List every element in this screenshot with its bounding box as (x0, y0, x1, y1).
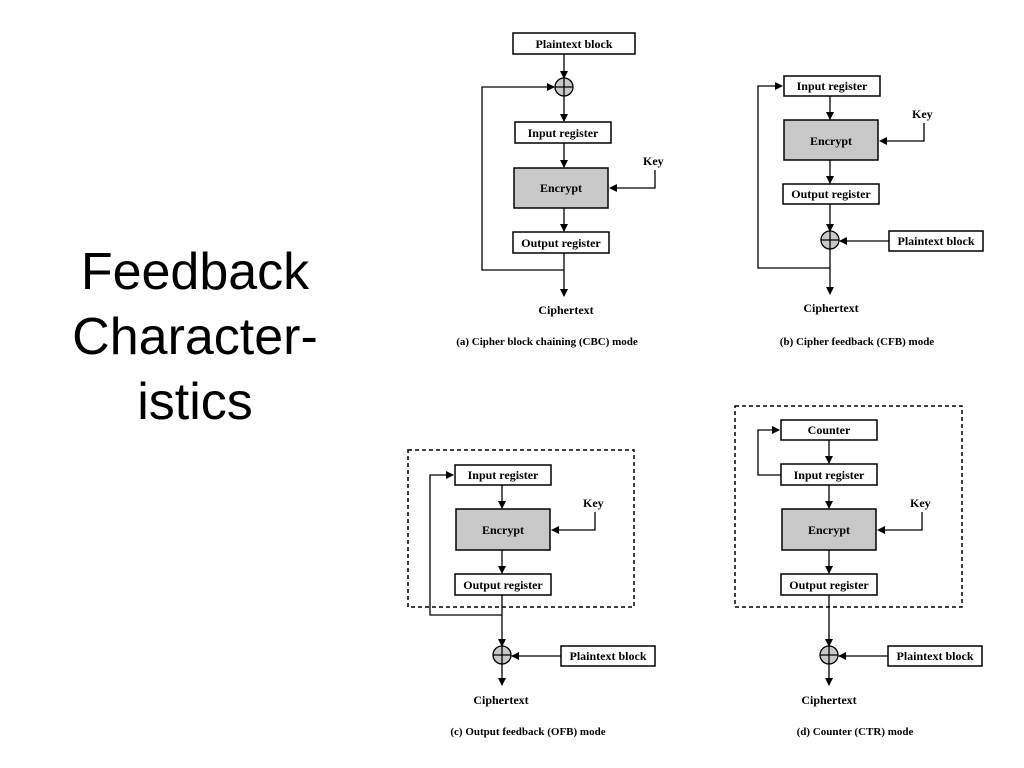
ctr-encrypt-box (781, 508, 877, 551)
cfb-output-register-label: Output register (791, 187, 871, 201)
slide-title: Feedback Character- istics (40, 240, 350, 435)
cfb-ciphertext-label: Ciphertext (803, 301, 858, 315)
ofb-mode-diagram: Input register Encrypt Key Output regist… (407, 449, 656, 738)
cfb-key-label: Key (912, 107, 933, 121)
ctr-output-register-label: Output register (789, 578, 869, 592)
cfb-mode-diagram: Input register Encrypt Key Output regist… (757, 75, 984, 348)
ofb-plaintext-label: Plaintext block (570, 649, 647, 663)
ofb-encrypt-box (455, 508, 551, 551)
cfb-xor-icon (820, 230, 840, 250)
ctr-mode-diagram: Counter Input register Encrypt Key Outpu… (734, 405, 983, 738)
cbc-xor-icon (554, 77, 574, 97)
ofb-dashed-boundary (407, 449, 635, 608)
ofb-input-register-label: Input register (468, 468, 539, 482)
cbc-caption: (a) Cipher block chaining (CBC) mode (456, 336, 638, 348)
cbc-encrypt-label: Encrypt (540, 181, 582, 195)
ctr-key-label: Key (910, 496, 931, 510)
ctr-encrypt-label: Encrypt (808, 523, 850, 537)
cfb-input-register-box (783, 75, 881, 97)
cfb-plaintext-label: Plaintext block (898, 234, 975, 248)
ofb-caption: (c) Output feedback (OFB) mode (450, 726, 605, 738)
cbc-plaintext-box (512, 32, 636, 55)
cbc-input-register-box (514, 121, 612, 144)
ctr-input-register-label: Input register (794, 468, 865, 482)
ofb-input-register-box (454, 464, 552, 486)
ofb-encrypt-label: Encrypt (482, 523, 524, 537)
ctr-dashed-boundary (734, 405, 963, 608)
cfb-encrypt-box (783, 119, 879, 161)
ofb-output-register-label: Output register (463, 578, 543, 592)
cfb-output-register-box (782, 183, 880, 205)
ctr-caption: (d) Counter (CTR) mode (797, 726, 914, 738)
ctr-ciphertext-label: Ciphertext (801, 693, 856, 707)
ofb-ciphertext-label: Ciphertext (473, 693, 528, 707)
title-line-3: istics (137, 373, 253, 431)
cfb-caption: (b) Cipher feedback (CFB) mode (780, 336, 935, 348)
cbc-output-register-label: Output register (521, 236, 601, 250)
ofb-xor-icon (492, 645, 512, 665)
ctr-plaintext-label: Plaintext block (897, 649, 974, 663)
title-line-1: Feedback (80, 243, 310, 301)
cfb-encrypt-label: Encrypt (810, 134, 852, 148)
ofb-key-label: Key (583, 496, 604, 510)
cbc-plaintext-label: Plaintext block (536, 37, 613, 51)
ctr-counter-label: Counter (808, 423, 851, 437)
cbc-output-register-box (512, 231, 610, 254)
cbc-mode-diagram: Plaintext block Input register Encrypt K… (456, 32, 664, 348)
ctr-xor-icon (819, 645, 839, 665)
cbc-encrypt-box (513, 167, 609, 209)
cbc-input-register-label: Input register (528, 126, 599, 140)
cfb-input-register-label: Input register (797, 79, 868, 93)
ofb-output-register-box (454, 573, 552, 596)
cbc-ciphertext-label: Ciphertext (538, 303, 593, 317)
cbc-key-label: Key (643, 154, 664, 168)
title-line-2: Character- (72, 308, 318, 366)
